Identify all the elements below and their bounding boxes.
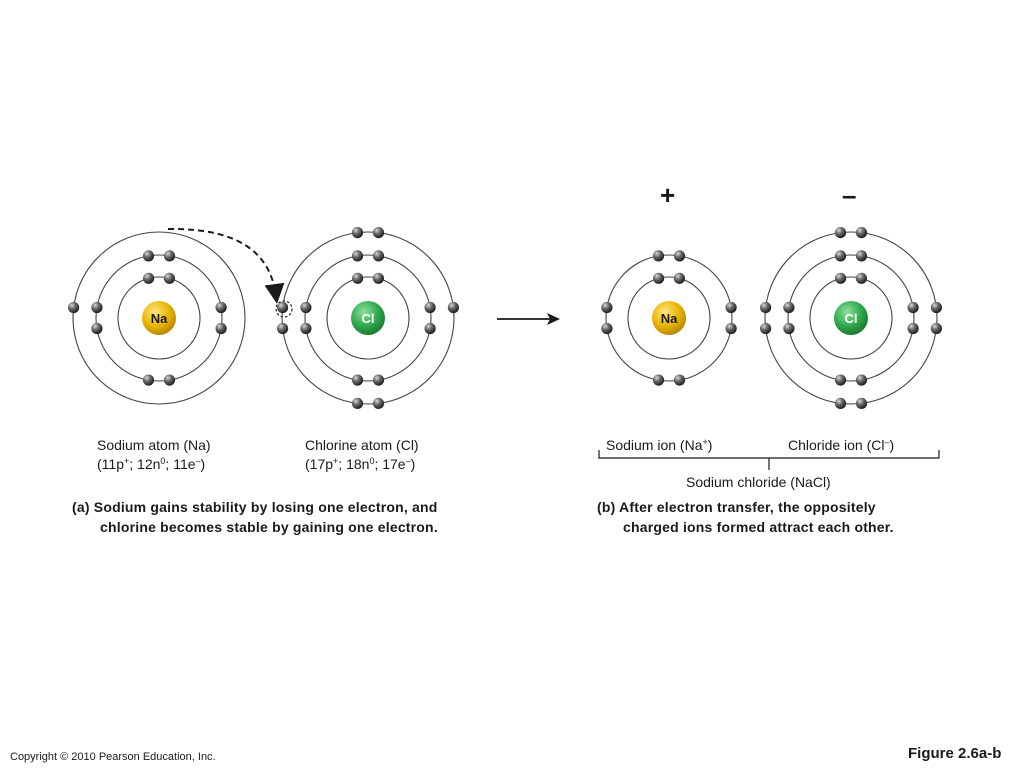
electron: [601, 301, 613, 314]
electron: [855, 374, 868, 386]
nucleus-na: [652, 301, 686, 335]
sodium-ion-label: Sodium ion (Na+): [606, 437, 713, 453]
electron: [163, 374, 176, 386]
electron: [300, 322, 312, 335]
compound-bracket: [598, 450, 940, 470]
atom-model-na-0: Na: [68, 231, 246, 405]
electron: [725, 301, 737, 314]
caption-a: (a) Sodium gains stability by losing one…: [72, 499, 438, 535]
electron: [142, 374, 155, 386]
electron: [351, 250, 364, 262]
electron-shell: [72, 231, 246, 405]
electron: [163, 250, 176, 262]
electron: [834, 227, 847, 239]
electron: [783, 322, 795, 335]
chlorine-atom-label: Chlorine atom (Cl) (17p+; 18n0; 17e–): [305, 437, 419, 472]
electron: [372, 397, 385, 409]
electron: [300, 301, 312, 314]
electron: [277, 301, 289, 314]
electron: [351, 227, 364, 239]
electron: [834, 397, 847, 409]
electron: [372, 250, 385, 262]
electron: [835, 272, 847, 284]
electron-shell: [117, 276, 201, 360]
electron: [351, 374, 364, 386]
electron: [352, 272, 364, 284]
electron: [215, 322, 227, 335]
element-symbol: Cl: [362, 311, 375, 326]
electron-shell: [326, 276, 410, 360]
electron-shell: [764, 231, 938, 405]
element-symbol: Na: [661, 311, 678, 326]
electron: [91, 301, 103, 314]
electron: [907, 301, 919, 314]
nucleus-cl: [351, 301, 385, 335]
electron: [652, 374, 665, 386]
electron: [834, 374, 847, 386]
electron: [834, 250, 847, 262]
electron: [907, 322, 919, 335]
electron-shell: [787, 254, 915, 382]
electron: [91, 322, 103, 335]
negative-charge: –: [842, 180, 857, 210]
copyright-footer: Copyright © 2010 Pearson Education, Inc.: [10, 751, 216, 763]
electron: [855, 272, 868, 284]
electron: [673, 374, 686, 386]
electron: [142, 250, 155, 262]
electron: [601, 322, 613, 335]
atom-model-na-2: Na: [601, 250, 737, 386]
sodium-chloride-label: Sodium chloride (NaCl): [686, 474, 831, 490]
electron: [653, 272, 665, 284]
nucleus-na: [142, 301, 176, 335]
electron-shell: [627, 276, 711, 360]
electron-shell: [281, 231, 455, 405]
electron: [930, 322, 943, 335]
atom-model-cl-3: Cl: [760, 227, 943, 409]
element-symbol: Na: [151, 311, 168, 326]
electron: [424, 322, 436, 335]
caption-b: (b) After electron transfer, the opposit…: [597, 499, 894, 535]
electron: [215, 301, 227, 314]
electron: [783, 301, 795, 314]
electron: [855, 227, 868, 239]
electron: [351, 397, 364, 409]
nucleus-cl: [834, 301, 868, 335]
electron: [725, 322, 737, 335]
electron: [68, 301, 80, 314]
electron-transfer-arrow: [167, 227, 285, 304]
electron: [673, 272, 686, 284]
electron: [277, 322, 289, 335]
electron: [447, 301, 459, 314]
element-symbol: Cl: [845, 311, 858, 326]
electron: [143, 272, 155, 284]
electron-shell: [809, 276, 893, 360]
sodium-atom-label: Sodium atom (Na) (11p+; 12n0; 11e–): [97, 437, 211, 472]
electron: [760, 301, 772, 314]
atom-model-cl-1: Cl: [277, 227, 459, 409]
electron: [372, 227, 385, 239]
electron: [930, 301, 943, 314]
electron: [424, 301, 436, 314]
electron: [372, 374, 385, 386]
electron: [855, 397, 868, 409]
reaction-arrow-head: [547, 313, 560, 325]
electron-shell: [95, 254, 223, 382]
electron-shell: [304, 254, 432, 382]
electron: [372, 272, 384, 284]
electron: [855, 250, 868, 262]
electron: [673, 250, 686, 262]
electron: [163, 272, 175, 284]
chloride-ion-label: Chloride ion (Cl–): [788, 437, 895, 453]
electron: [760, 322, 772, 335]
positive-charge: +: [660, 180, 676, 210]
figure-label: Figure 2.6a-b: [908, 745, 1002, 762]
electron-shell: [605, 254, 733, 382]
electron: [652, 250, 665, 262]
